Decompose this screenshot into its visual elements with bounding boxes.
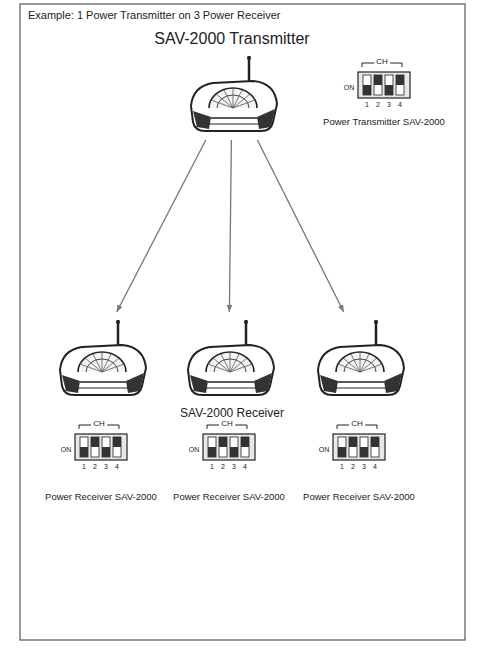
unit-caption: Power Receiver SAV-2000 — [303, 491, 415, 502]
switch-number: 4 — [373, 463, 377, 471]
receiver-device — [318, 320, 404, 395]
receiver-device — [60, 320, 146, 395]
signal-arrow — [117, 140, 206, 312]
on-label: ON — [319, 446, 330, 454]
switch-number: 3 — [104, 463, 108, 471]
dip-switch — [358, 63, 410, 98]
switch-number: 1 — [82, 463, 86, 471]
signal-arrow — [257, 140, 343, 312]
unit-caption: Power Transmitter SAV-2000 — [323, 117, 445, 127]
switch-number: 2 — [221, 463, 225, 471]
switch-number: 4 — [115, 463, 119, 471]
switch-number: 1 — [340, 463, 344, 471]
dip-switch — [203, 425, 255, 460]
channel-label: CH — [374, 58, 390, 67]
switch-number: 2 — [376, 101, 380, 109]
unit-caption: Power Receiver SAV-2000 — [45, 491, 157, 502]
on-label: ON — [189, 446, 200, 454]
switch-number: 3 — [387, 101, 391, 109]
diagram-title: Example: 1 Power Transmitter on 3 Power … — [28, 9, 281, 21]
receiver-device — [188, 320, 274, 395]
channel-label: CH — [349, 420, 365, 429]
on-label: ON — [344, 84, 355, 92]
dip-switch — [75, 425, 127, 460]
switch-number: 1 — [210, 463, 214, 471]
unit-heading: SAV-2000 Transmitter — [154, 30, 309, 48]
signal-arrow — [229, 140, 231, 312]
switch-number: 2 — [351, 463, 355, 471]
switch-number: 1 — [365, 101, 369, 109]
receiver-unit: Power Receiver SAV-2000 — [41, 312, 161, 502]
dip-switch — [333, 425, 385, 460]
receiver-unit: Power Receiver SAV-2000 — [299, 312, 419, 502]
switch-number: 2 — [93, 463, 97, 471]
unit-caption: Power Receiver SAV-2000 — [173, 491, 285, 502]
switch-number: 3 — [362, 463, 366, 471]
on-label: ON — [61, 446, 72, 454]
switch-number: 3 — [232, 463, 236, 471]
transmitter-unit: SAV-2000 Transmitter — [150, 30, 314, 138]
transmitter-device — [191, 56, 277, 131]
channel-label: CH — [91, 420, 107, 429]
frame — [20, 4, 465, 640]
switch-number: 4 — [398, 101, 402, 109]
switch-number: 4 — [243, 463, 247, 471]
channel-label: CH — [219, 420, 235, 429]
